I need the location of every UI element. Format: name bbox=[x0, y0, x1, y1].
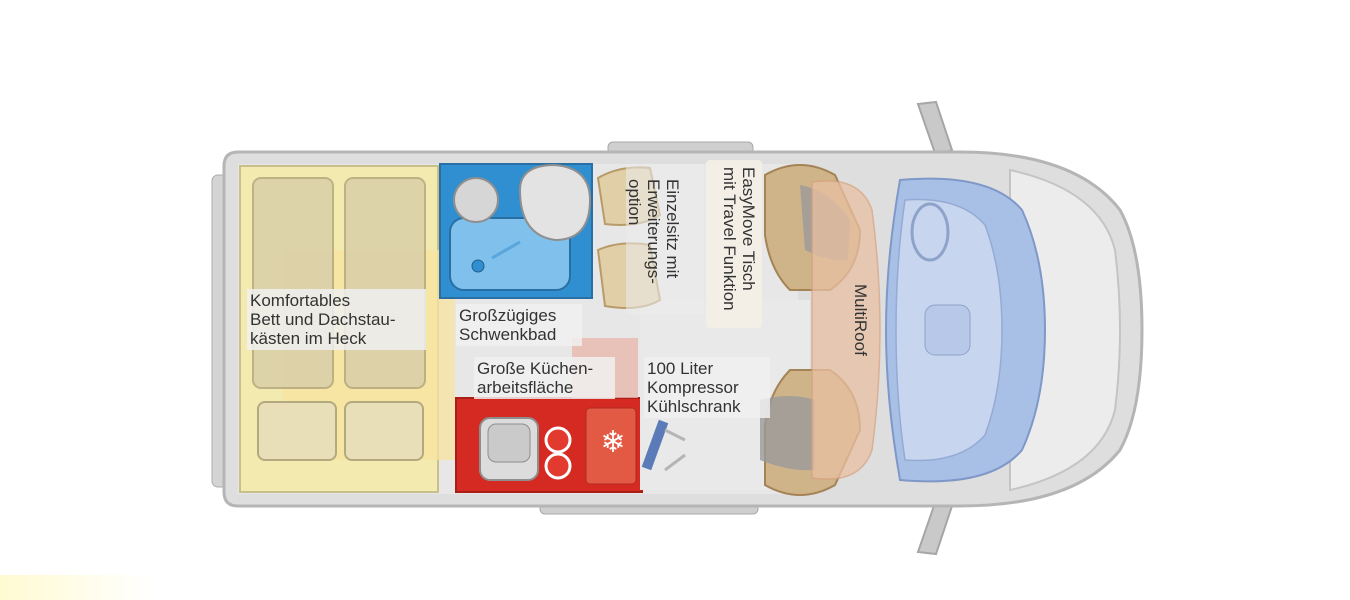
bed-label: Komfortables Bett und Dachstau- kästen i… bbox=[247, 289, 426, 350]
sink-basin bbox=[487, 423, 531, 463]
wash-basin bbox=[453, 177, 499, 223]
multiroof-label: MultiRoof bbox=[851, 284, 870, 356]
fridge-panel bbox=[585, 407, 637, 485]
fridge-label: 100 Liter Kompressor Kühlschrank bbox=[644, 357, 770, 418]
bottom-left-strip bbox=[0, 575, 155, 600]
mirror-top bbox=[916, 100, 954, 158]
center-console bbox=[924, 304, 971, 356]
arrow-icon-2 bbox=[664, 453, 686, 472]
shower-drain bbox=[471, 259, 485, 273]
toilet bbox=[518, 163, 592, 242]
storage-box-1 bbox=[252, 177, 334, 389]
storage-box-3 bbox=[257, 401, 337, 461]
arrow-icon-1 bbox=[664, 428, 686, 442]
multiroof-band bbox=[811, 180, 881, 480]
single-seat-label: Einzelsitz mit Erweiterungs- option bbox=[625, 179, 682, 284]
steering-wheel bbox=[910, 202, 950, 262]
table-label: EasyMove Tisch mit Travel Funktion bbox=[720, 167, 758, 311]
storage-box-4 bbox=[344, 401, 424, 461]
bath-label: Großzügiges Schwenkbad bbox=[456, 304, 582, 346]
hob-icon bbox=[544, 426, 572, 454]
snowflake-icon: ❄ bbox=[600, 425, 626, 460]
kitchen-label: Große Küchen- arbeitsfläche bbox=[474, 357, 615, 399]
seat-extension bbox=[626, 164, 704, 314]
passenger-seat-back bbox=[760, 396, 815, 471]
table-stand bbox=[641, 419, 669, 471]
storage-box-2 bbox=[344, 177, 426, 389]
swivel-arrow bbox=[491, 240, 521, 260]
cab-hood bbox=[1009, 168, 1121, 492]
easymove-table bbox=[706, 160, 762, 328]
mirror-bottom bbox=[916, 498, 954, 556]
hob-burner-2 bbox=[544, 452, 572, 480]
